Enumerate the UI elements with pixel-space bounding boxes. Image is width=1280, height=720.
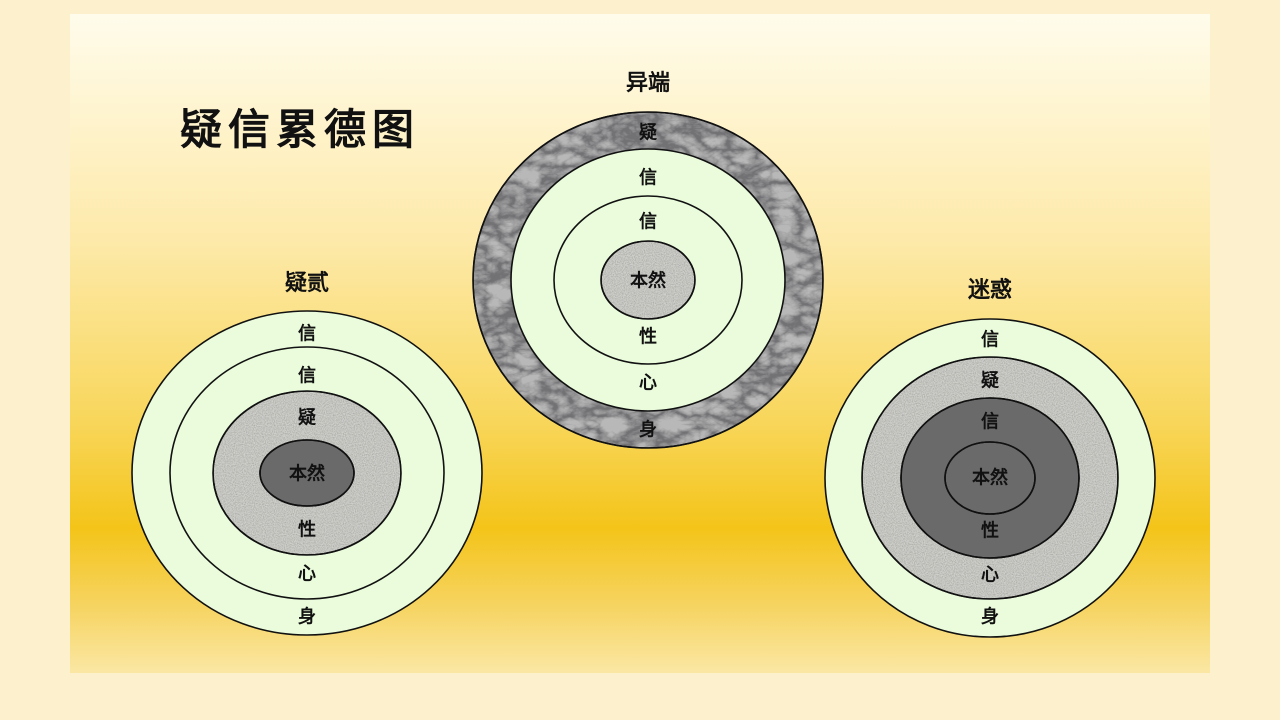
ring-label: 信 — [298, 365, 316, 387]
ring-label: 本然 — [630, 270, 666, 292]
ring-label: 心 — [981, 565, 999, 586]
ring-label: 本然 — [972, 467, 1008, 489]
ring-label: 本然 — [289, 463, 325, 485]
ring-outline — [212, 390, 402, 556]
diagram-title: 迷惑 — [967, 277, 1012, 303]
ring-label: 疑 — [639, 123, 657, 144]
ring-outline — [472, 111, 824, 449]
ring-label: 疑 — [298, 408, 316, 429]
ring-label: 心 — [639, 373, 657, 394]
page-title: 疑信累德图 — [180, 105, 421, 154]
ring-label: 信 — [639, 211, 657, 233]
ring-outline — [944, 441, 1036, 515]
ring-outline — [600, 240, 696, 320]
ring-label: 身 — [639, 419, 657, 441]
ring-outline — [861, 356, 1119, 600]
ring-label: 身 — [981, 606, 999, 628]
ring-label: 身 — [298, 606, 316, 628]
ring-label: 性 — [298, 519, 316, 541]
ring-label: 疑 — [981, 371, 999, 392]
diagram-title: 异端 — [626, 70, 670, 96]
ring-label: 信 — [981, 411, 999, 433]
ring-label: 信 — [298, 323, 316, 345]
ring-label: 信 — [981, 329, 999, 351]
diagram-title: 疑贰 — [285, 270, 329, 296]
ring-outline — [259, 439, 355, 507]
ring-outline — [900, 397, 1080, 559]
ring-label: 性 — [981, 520, 999, 542]
ring-label: 性 — [639, 326, 657, 348]
ring-label: 心 — [298, 564, 316, 585]
ring-label: 信 — [639, 167, 657, 189]
